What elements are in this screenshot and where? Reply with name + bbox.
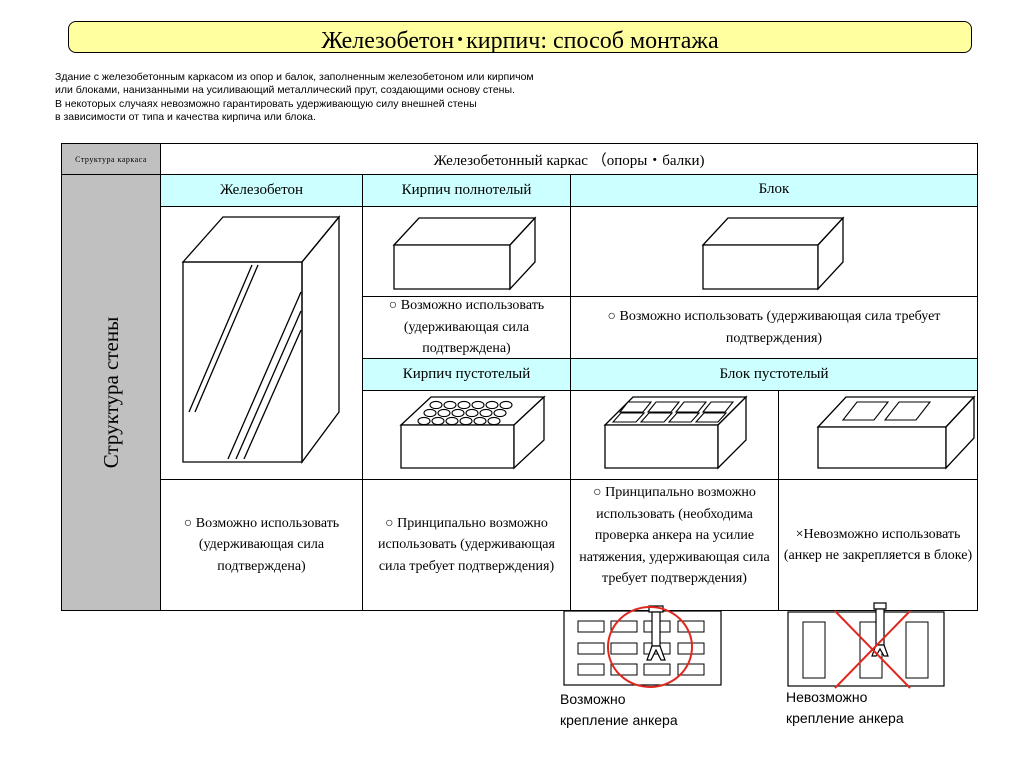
hole-mark <box>423 408 437 418</box>
hole-mark <box>445 416 459 426</box>
hole-mark <box>417 416 431 426</box>
hole-mark <box>443 400 457 410</box>
hole-mark <box>473 416 487 426</box>
header-hollow-brick: Кирпич пустотелый <box>362 358 571 391</box>
possible-circle-mark <box>607 606 693 688</box>
page-title: Железобетон･кирпич: способ монтажа <box>68 21 972 54</box>
hole-mark <box>457 400 471 410</box>
anchor-bolt-icon <box>646 605 666 661</box>
frame-structure-label: Структура каркаса <box>61 143 161 175</box>
header-concrete: Железобетон <box>160 174 363 207</box>
intro-text: Здание с железобетонным каркасом из опор… <box>55 71 534 124</box>
hollow-block-small-note: ○ Принципально возможно использовать (не… <box>570 479 779 611</box>
caption-impossible: Невозможно крепление анкера <box>786 689 904 726</box>
frame-structure-value: Железобетонный каркас （опоры・балки) <box>160 143 978 175</box>
hole-mark <box>499 400 513 410</box>
caption-possible: Возможно крепление анкера <box>560 691 678 728</box>
hole-mark <box>451 408 465 418</box>
hole-mark <box>459 416 473 426</box>
hole-mark <box>487 416 501 426</box>
concrete-image-cell <box>160 206 363 480</box>
hole-mark <box>479 408 493 418</box>
hole-mark <box>437 408 451 418</box>
hole-mark <box>471 400 485 410</box>
header-hollow-block: Блок пустотелый <box>570 358 978 391</box>
solid-brick-note: ○ Возможно использовать (удерживающая си… <box>362 296 571 359</box>
hole-mark <box>493 408 507 418</box>
header-block: Блок <box>570 174 978 207</box>
hole-mark <box>429 400 443 410</box>
hollow-brick-note: ○ Принципально возможно использовать (уд… <box>362 479 571 611</box>
wall-structure-cell <box>61 174 161 611</box>
hole-mark <box>485 400 499 410</box>
concrete-note: ○ Возможно использовать (удерживающая си… <box>160 479 363 611</box>
block-note: ○ Возможно использовать (удерживающая си… <box>570 296 978 359</box>
impossible-cross-mark <box>834 610 911 689</box>
hole-mark <box>431 416 445 426</box>
hole-mark <box>465 408 479 418</box>
